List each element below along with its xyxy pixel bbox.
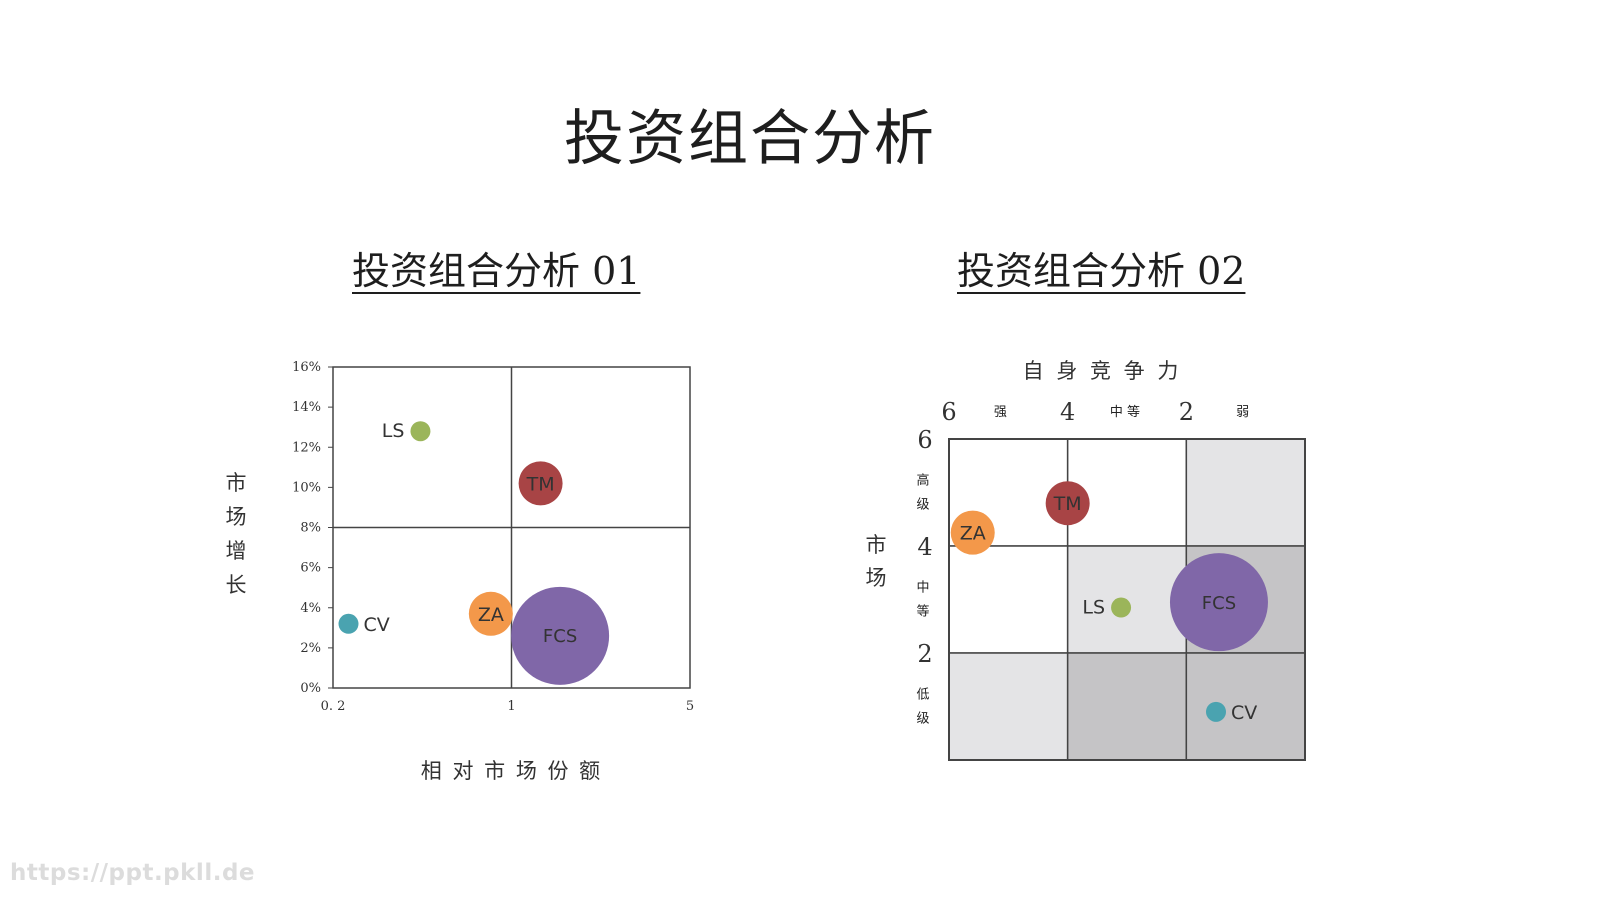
y-tick-label: 12% bbox=[292, 440, 321, 455]
chart-2-y-axis-title-char: 场 bbox=[866, 566, 887, 590]
y-tick-label: 4 bbox=[917, 533, 932, 561]
chart-1-y-axis-title-char: 场 bbox=[226, 505, 247, 529]
bubble-tm bbox=[1045, 481, 1090, 526]
bubble-label: CV bbox=[364, 614, 390, 636]
y-tick-label: 14% bbox=[292, 400, 321, 415]
bubble-label: TM bbox=[1053, 493, 1082, 515]
y-zone-label: 级 bbox=[916, 712, 929, 727]
bubble-ls bbox=[1111, 597, 1132, 618]
x-tick-label: 1 bbox=[507, 699, 515, 714]
bubble-label: FCS bbox=[1202, 593, 1236, 614]
x-tick-label: 5 bbox=[686, 699, 694, 714]
bubble-fcs bbox=[511, 586, 610, 685]
bubble-za bbox=[950, 510, 995, 555]
x-tick-label: 6 bbox=[941, 398, 956, 426]
watermark-text: https://ppt.pkll.de bbox=[10, 860, 256, 886]
matrix-cell bbox=[1066, 652, 1188, 761]
chart-2-y-axis-title-char: 市 bbox=[866, 533, 887, 557]
x-zone-label: 强 bbox=[994, 405, 1007, 420]
x-tick-label: 0. 2 bbox=[321, 699, 346, 714]
page-title: 投资组合分析 bbox=[564, 104, 936, 174]
chart-2-plot-area bbox=[948, 438, 1306, 761]
x-tick-label: 2 bbox=[1179, 398, 1194, 426]
y-tick-label: 2 bbox=[917, 640, 932, 668]
bubble-ls bbox=[410, 421, 431, 442]
y-tick-label: 10% bbox=[292, 480, 321, 495]
bubble-label: ZA bbox=[478, 604, 504, 626]
bubble-cv bbox=[1206, 701, 1226, 722]
chart-2-title: 投资组合分析 02 bbox=[957, 249, 1246, 293]
y-tick-label: 4% bbox=[300, 601, 321, 616]
bubble-label: TM bbox=[526, 473, 555, 495]
chart-1-y-axis-title-char: 市 bbox=[226, 471, 247, 495]
matrix-cell bbox=[1185, 652, 1306, 761]
y-zone-label: 高 bbox=[916, 473, 929, 489]
x-tick-label: 4 bbox=[1060, 398, 1075, 426]
x-zone-label: 弱 bbox=[1236, 405, 1249, 420]
chart-1-y-axis-title-char: 增 bbox=[226, 539, 247, 563]
y-tick-label: 16% bbox=[292, 360, 321, 375]
bubble-label: ZA bbox=[960, 523, 986, 545]
bubble-tm bbox=[518, 461, 563, 506]
chart-1-title: 投资组合分析 01 bbox=[352, 249, 641, 293]
chart-1-y-axis-title-char: 长 bbox=[226, 573, 247, 597]
x-zone-label: 中 等 bbox=[1110, 404, 1140, 420]
y-tick-label: 6% bbox=[300, 561, 321, 576]
y-tick-label: 8% bbox=[300, 521, 321, 536]
bubble-label: LS bbox=[1082, 597, 1105, 619]
y-tick-label: 0% bbox=[300, 681, 321, 696]
y-zone-label: 低 bbox=[916, 688, 929, 703]
bubble-label: FCS bbox=[543, 626, 577, 647]
y-zone-label: 级 bbox=[916, 498, 929, 513]
chart-1-x-axis-title: 相 对 市 场 份 额 bbox=[421, 759, 602, 783]
matrix-cell bbox=[1185, 438, 1306, 547]
bubble-fcs bbox=[1169, 553, 1268, 652]
bubble-label: CV bbox=[1231, 702, 1257, 724]
bubble-za bbox=[468, 591, 513, 636]
y-zone-label: 中 bbox=[916, 581, 929, 596]
chart-2-x-axis-title: 自 身 竞 争 力 bbox=[1023, 359, 1182, 383]
matrix-cell bbox=[948, 652, 1069, 761]
bubble-cv bbox=[338, 613, 359, 634]
y-tick-label: 6 bbox=[917, 426, 932, 454]
y-tick-label: 2% bbox=[300, 641, 321, 656]
matrix-cell bbox=[948, 545, 1069, 654]
bubble-label: LS bbox=[382, 420, 405, 442]
y-zone-label: 等 bbox=[916, 604, 929, 620]
matrix-cell bbox=[1066, 438, 1188, 547]
